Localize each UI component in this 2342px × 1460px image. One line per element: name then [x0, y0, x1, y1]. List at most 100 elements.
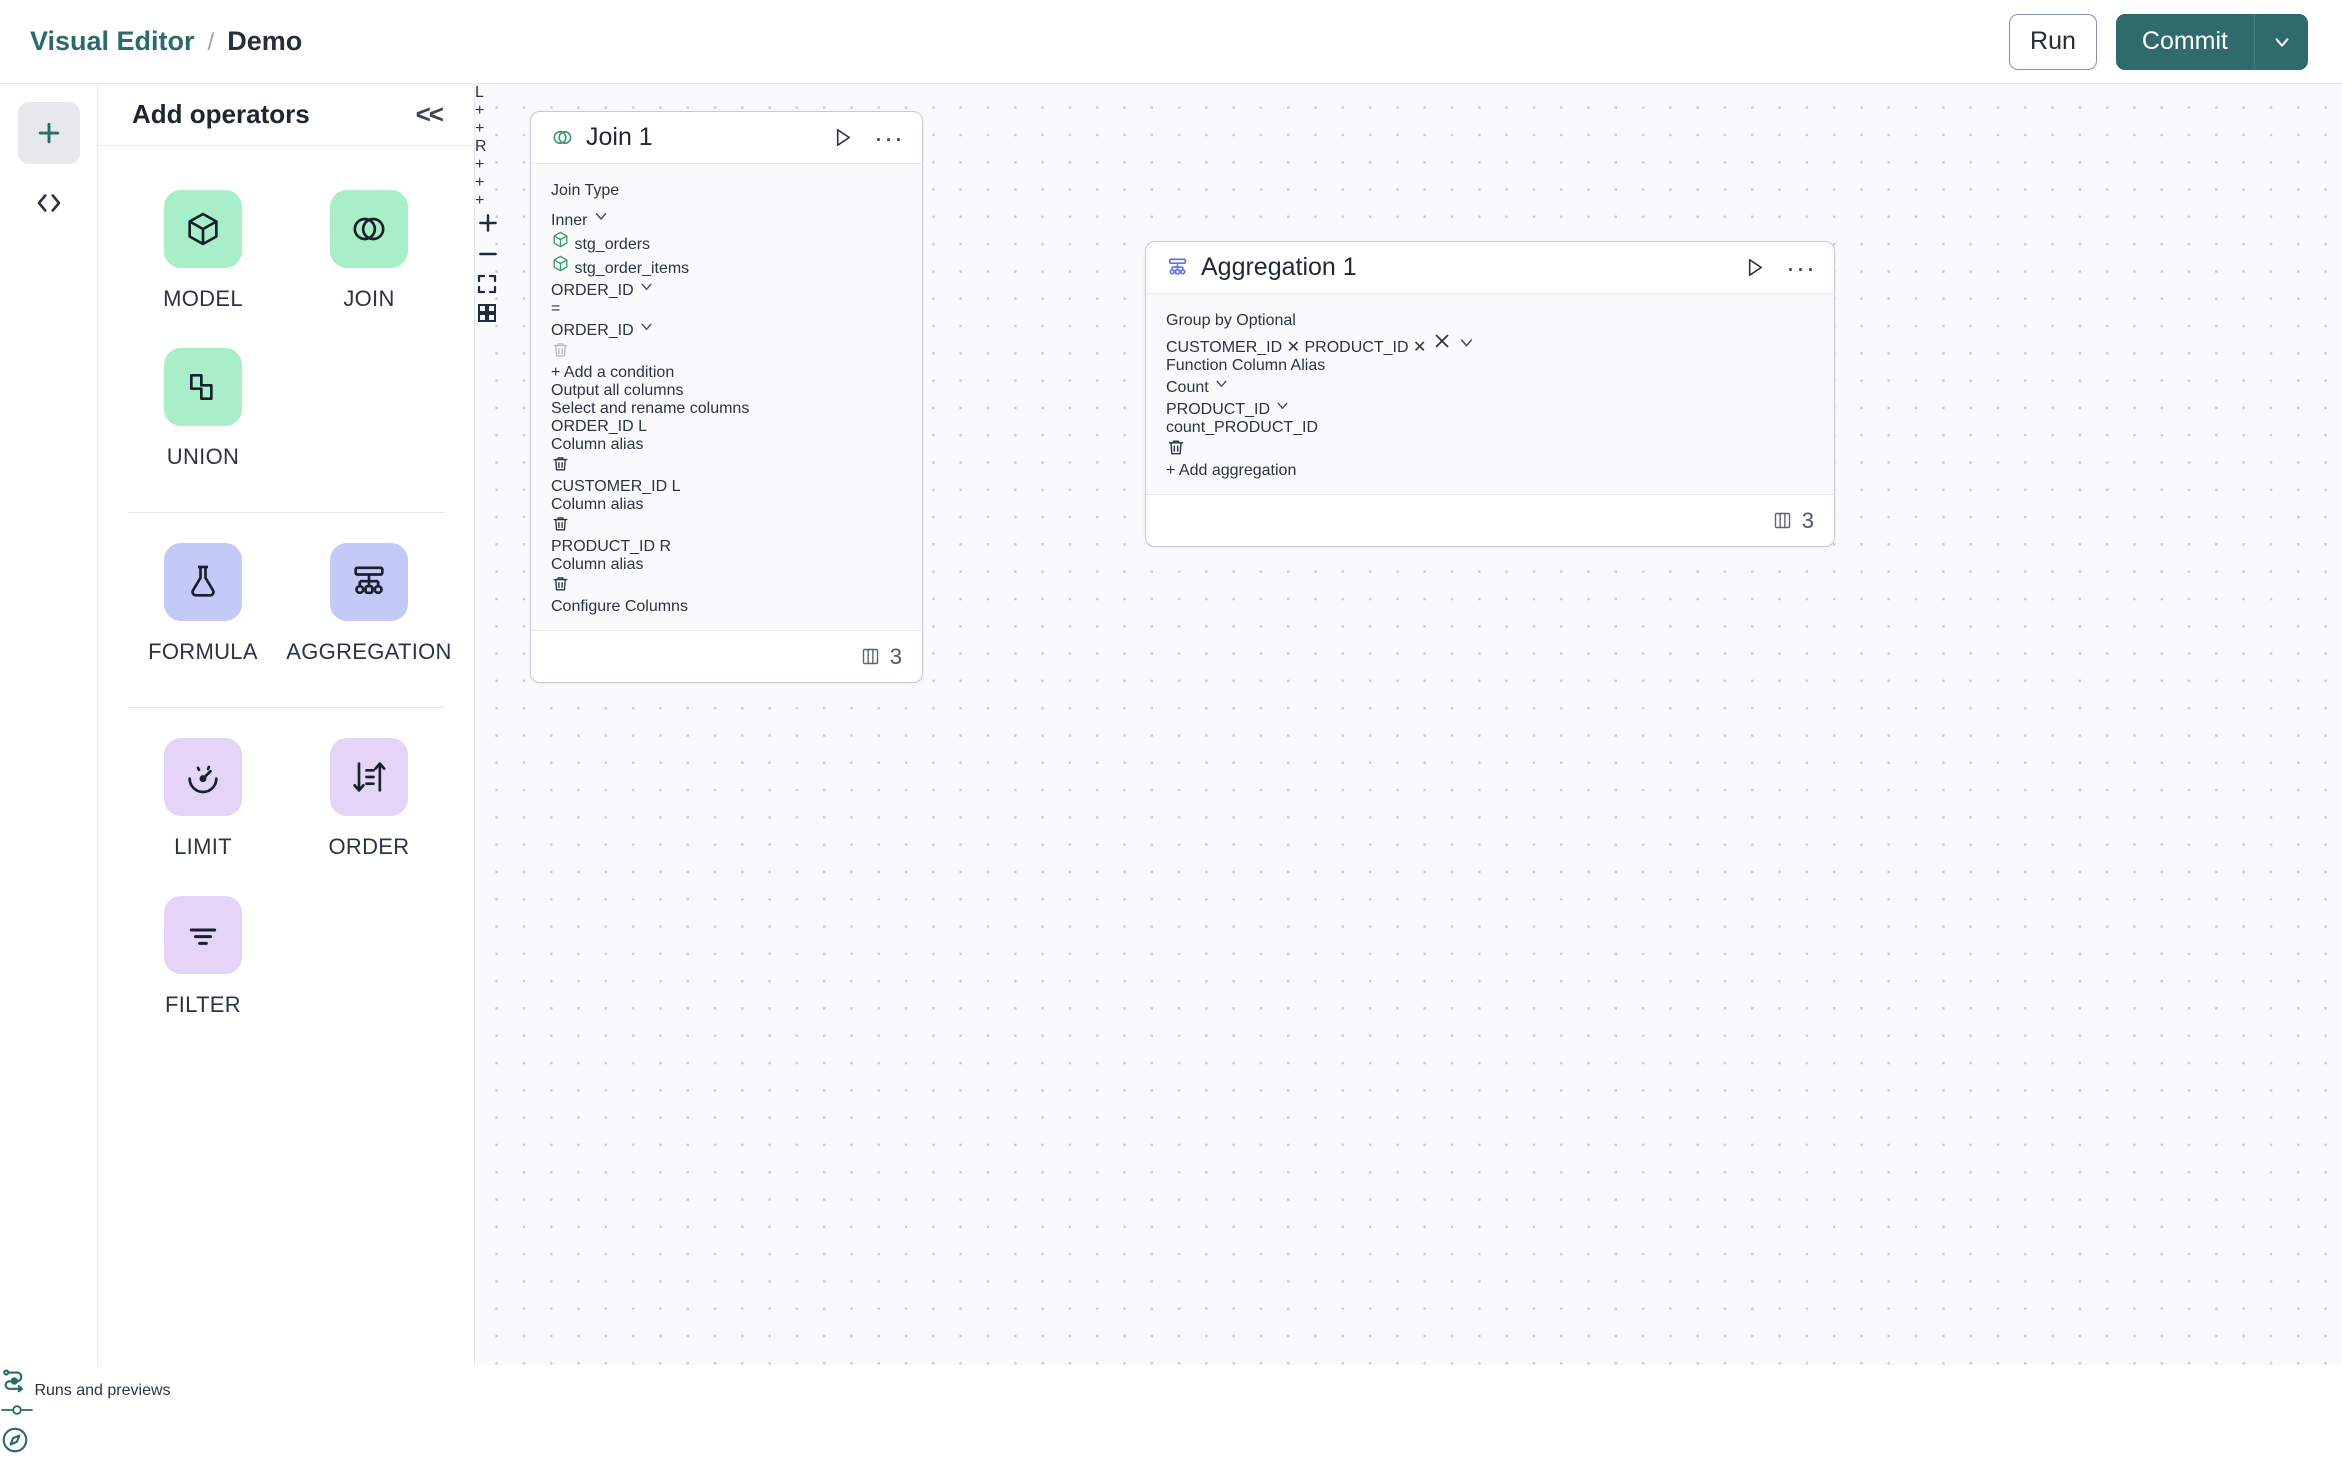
- operator-group-transforms: FORMULA AGGREGATION: [98, 533, 474, 683]
- join-left-source: stg_orders: [551, 230, 902, 254]
- join-condition-delete-button[interactable]: [551, 340, 902, 364]
- breadcrumb: Visual Editor / Demo: [30, 26, 302, 57]
- join-condition-left-select[interactable]: ORDER_ID: [551, 278, 902, 300]
- aggregation-table-headers: Function Column Alias: [1166, 357, 1814, 375]
- groupby-tag[interactable]: PRODUCT_ID ✕: [1304, 339, 1430, 356]
- join-column-delete-button[interactable]: [551, 574, 902, 598]
- operator-model[interactable]: MODEL: [120, 180, 286, 330]
- gauge-icon: [188, 765, 218, 794]
- aggregation-run-button[interactable]: [1743, 256, 1766, 279]
- join-node-actions: ···: [831, 122, 904, 153]
- join-more-menu-button[interactable]: ···: [874, 122, 904, 153]
- aggregation-input-port[interactable]: +: [475, 174, 485, 191]
- aggregation-column-header: Column: [1231, 357, 1287, 374]
- groupby-field-actions: [1431, 334, 1476, 356]
- join-run-button[interactable]: [831, 126, 854, 149]
- operator-filter[interactable]: FILTER: [120, 886, 286, 1036]
- aggregation-row: Count PRODUCT_ID count_PRODUCT_ID: [1166, 375, 1814, 462]
- fit-screen-icon: [477, 274, 497, 294]
- remove-tag-icon[interactable]: ✕: [1286, 339, 1301, 356]
- join-output-all-option[interactable]: Output all columns: [551, 382, 902, 400]
- fit-screen-button[interactable]: [475, 272, 2342, 301]
- join-column-alias-input[interactable]: Column alias: [551, 436, 644, 453]
- top-bar-actions: Run Commit: [2009, 13, 2308, 70]
- breadcrumb-separator: /: [207, 29, 215, 56]
- aggregation-add-button[interactable]: + Add aggregation: [1166, 462, 1814, 480]
- join-column-alias-input[interactable]: Column alias: [551, 556, 644, 573]
- trash-icon: [553, 517, 568, 531]
- operator-limit-label: LIMIT: [174, 834, 232, 859]
- join-condition-right-value: ORDER_ID: [551, 322, 634, 339]
- toggle-icon: [1, 1405, 33, 1415]
- join-right-input-port[interactable]: +: [475, 120, 485, 137]
- aggregation-delete-button[interactable]: [1166, 437, 1814, 462]
- commit-dropdown-button[interactable]: [2254, 13, 2308, 70]
- aggregation-node[interactable]: Aggregation 1 ··· Group by Optional: [1145, 241, 1835, 547]
- join-condition-right-select[interactable]: ORDER_ID: [551, 318, 902, 340]
- trash-icon: [553, 577, 568, 591]
- flow-canvas[interactable]: L + + R + + + Join 1 ···: [475, 84, 2342, 1365]
- operator-model-label: MODEL: [163, 286, 243, 311]
- explore-button[interactable]: [0, 1425, 2342, 1460]
- aggregation-alias-input[interactable]: count_PRODUCT_ID: [1166, 419, 1319, 436]
- zoom-out-button[interactable]: [475, 241, 2342, 272]
- commit-button[interactable]: Commit: [2115, 13, 2254, 70]
- join-column-delete-button[interactable]: [551, 514, 902, 538]
- aggregation-more-menu-button[interactable]: ···: [1786, 252, 1816, 283]
- join-column-count: 3: [889, 643, 902, 669]
- operator-order[interactable]: ORDER: [286, 728, 452, 878]
- union-shape-icon: [190, 374, 213, 400]
- collapse-panel-button[interactable]: <<: [415, 99, 444, 129]
- operator-join[interactable]: JOIN: [286, 180, 452, 330]
- panel-toggle-button[interactable]: [0, 1400, 2342, 1425]
- aggregation-node-footer: 3: [1146, 494, 1834, 546]
- join-column-delete-button[interactable]: [551, 454, 902, 478]
- join-node-body: Join Type Inner stg_orders: [531, 164, 922, 630]
- rail-add-button[interactable]: [17, 102, 80, 164]
- aggregation-groupby-field[interactable]: CUSTOMER_ID ✕ PRODUCT_ID ✕: [1166, 330, 1814, 357]
- runs-and-previews-button[interactable]: Runs and previews: [0, 1365, 2342, 1400]
- aggregation-column-select[interactable]: PRODUCT_ID: [1166, 397, 1814, 419]
- operator-limit[interactable]: LIMIT: [120, 728, 286, 878]
- run-button[interactable]: Run: [2009, 13, 2097, 70]
- join-node-title: Join 1: [586, 123, 653, 151]
- grid-icon: [478, 304, 496, 322]
- join-add-condition-button[interactable]: + Add a condition: [551, 364, 902, 382]
- chevron-down-icon[interactable]: [1457, 333, 1476, 352]
- join-select-rename-option[interactable]: Select and rename columns: [551, 400, 902, 418]
- join-column-name-text: CUSTOMER_ID: [551, 478, 668, 495]
- columns-icon: [862, 648, 878, 665]
- join-node[interactable]: Join 1 ··· Join Type Inner: [530, 111, 923, 683]
- remove-tag-icon[interactable]: ✕: [1412, 339, 1427, 356]
- breadcrumb-root[interactable]: Visual Editor: [30, 26, 195, 56]
- aggregation-groupby-header: Group by Optional: [1166, 312, 1814, 330]
- flask-icon: [191, 565, 215, 597]
- aggregation-function-select[interactable]: Count: [1166, 375, 1814, 397]
- aggregation-tree-icon: [354, 566, 384, 595]
- aggregation-output-port[interactable]: +: [475, 192, 485, 209]
- groupby-tag[interactable]: CUSTOMER_ID ✕: [1166, 339, 1304, 356]
- aggregation-function-value: Count: [1166, 379, 1209, 396]
- operator-formula[interactable]: FORMULA: [120, 533, 286, 683]
- clear-all-icon[interactable]: [1431, 330, 1453, 352]
- operators-panel-title: Add operators: [132, 99, 310, 129]
- join-column-alias-input[interactable]: Column alias: [551, 496, 644, 513]
- join-column-side-badge: R: [659, 538, 672, 555]
- operator-aggregation[interactable]: AGGREGATION: [286, 533, 452, 683]
- top-bar: Visual Editor / Demo Run Commit: [0, 0, 2342, 84]
- join-output-port[interactable]: +: [475, 156, 485, 173]
- filter-icon: [189, 928, 217, 945]
- join-source-headers: stg_orders stg_order_items: [551, 230, 902, 278]
- join-type-select[interactable]: Inner: [551, 207, 902, 230]
- join-column-side-badge: L: [671, 478, 681, 495]
- operator-union[interactable]: UNION: [120, 338, 286, 488]
- join-left-input-port[interactable]: +: [475, 102, 485, 119]
- union-icon-tile: [164, 348, 242, 426]
- join-configure-columns-button[interactable]: Configure Columns: [551, 598, 688, 615]
- minimap-button[interactable]: [475, 301, 2342, 330]
- cube-icon: [553, 255, 568, 272]
- aggregation-function-header: Function: [1166, 357, 1228, 374]
- zoom-in-button[interactable]: [475, 210, 2342, 241]
- rail-code-button[interactable]: [18, 172, 80, 234]
